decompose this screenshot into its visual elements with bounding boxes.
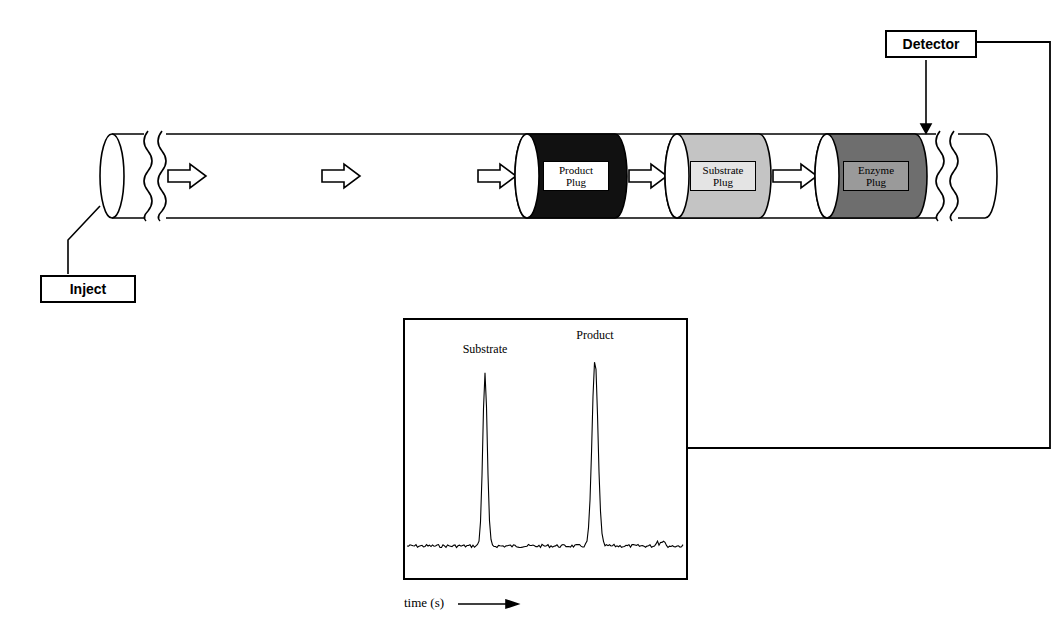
axis-label: time (s) xyxy=(404,595,444,611)
time-axis-arrow xyxy=(458,603,512,605)
plug-label: Enzyme Plug xyxy=(843,161,909,191)
break-mark xyxy=(950,131,958,221)
capillary-end xyxy=(985,134,997,218)
break-mark xyxy=(936,131,944,221)
flow-arrow xyxy=(168,164,206,188)
flow-arrow xyxy=(629,164,667,188)
plug-face xyxy=(665,134,689,218)
detector-box: Detector xyxy=(885,30,977,58)
connector-group xyxy=(688,42,1050,448)
flow-arrow xyxy=(773,164,817,188)
plug-label: Substrate Plug xyxy=(690,161,756,191)
electropherogram-panel: Substrate Product xyxy=(403,318,688,580)
break-mark xyxy=(144,131,152,221)
inject-leader xyxy=(68,206,100,274)
electropherogram-trace xyxy=(405,320,686,578)
peak-label: Substrate xyxy=(463,342,508,357)
time-axis-arrow xyxy=(506,600,518,608)
flow-arrow xyxy=(322,164,360,188)
plug-body xyxy=(665,134,771,218)
signal-trace xyxy=(407,362,683,547)
substrate-plug: Substrate Plug xyxy=(665,134,771,218)
detector-pointer xyxy=(921,124,931,133)
plug-face xyxy=(815,134,839,218)
flow-arrow xyxy=(478,164,516,188)
enzyme-plug: Enzyme Plug xyxy=(815,134,927,218)
connector-group xyxy=(629,164,667,188)
peak-label: Product xyxy=(576,328,613,343)
detector-pointer xyxy=(925,60,927,126)
product-plug: Product Plug xyxy=(515,134,627,218)
capillary-end xyxy=(100,134,124,218)
connector-group xyxy=(773,164,817,188)
box-label: Detector xyxy=(903,36,960,52)
box-label: Inject xyxy=(70,281,107,297)
plug-body xyxy=(515,134,627,218)
break-mark xyxy=(158,131,166,221)
plug-face xyxy=(515,134,539,218)
plug-label: Product Plug xyxy=(543,161,609,191)
signal-line xyxy=(688,42,1050,448)
plug-body xyxy=(815,134,927,218)
inject-box: Inject xyxy=(40,275,136,303)
